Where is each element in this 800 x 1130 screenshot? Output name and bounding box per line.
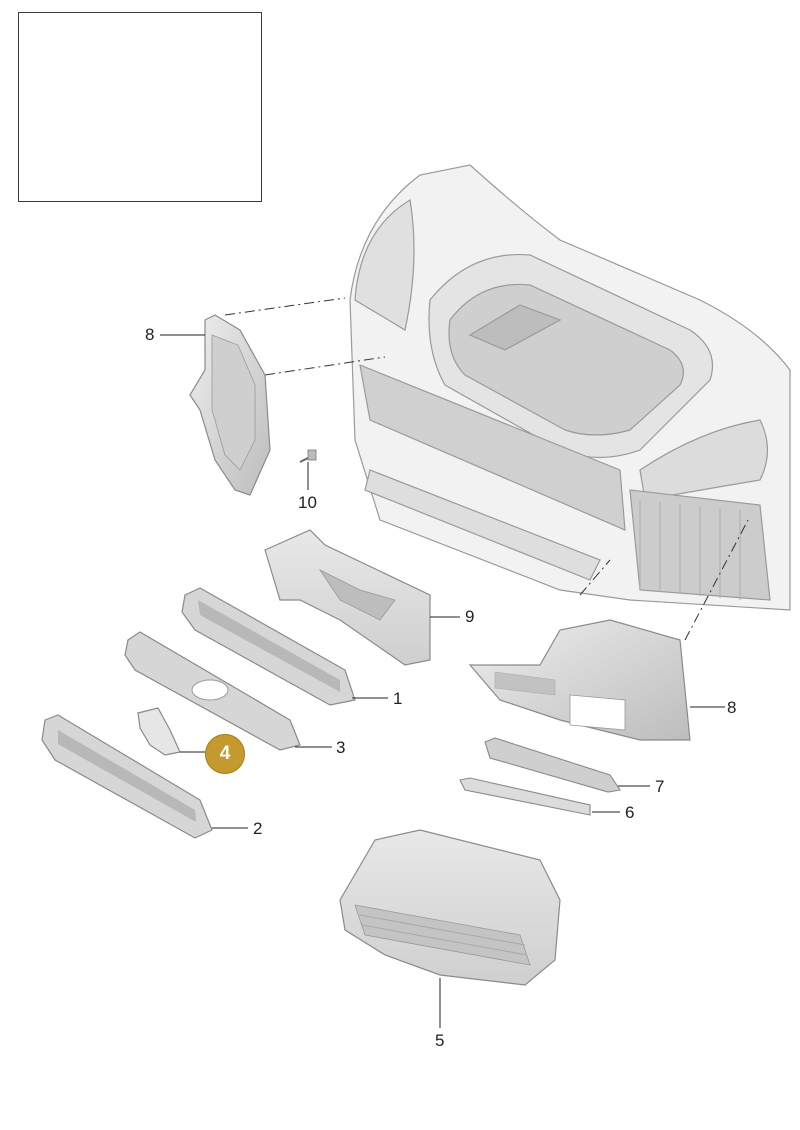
part-8-right-air-duct[interactable] — [468, 619, 691, 741]
part-6-trim-strip[interactable] — [459, 777, 591, 816]
part-3-opening — [191, 679, 229, 701]
car-overview-frame — [18, 12, 262, 202]
callout-4-highlighted[interactable]: 4 — [205, 734, 245, 774]
part-7-mesh-grille[interactable] — [484, 737, 621, 793]
part-9-cutout — [318, 568, 396, 621]
callout-1[interactable]: 1 — [393, 689, 403, 708]
part-5-grille-area — [354, 904, 531, 966]
part-2-grille-slot — [58, 730, 196, 822]
callout-6[interactable]: 6 — [625, 803, 635, 822]
callout-7[interactable]: 7 — [655, 777, 665, 796]
part-5-grille-slats — [359, 914, 528, 956]
part-10-clip[interactable] — [299, 449, 317, 463]
leader-lines — [160, 334, 725, 1028]
callout-10[interactable]: 10 — [298, 493, 317, 512]
part-4-trim-piece[interactable] — [137, 707, 181, 756]
callout-3[interactable]: 3 — [336, 738, 346, 757]
callout-2[interactable]: 2 — [253, 819, 263, 838]
part-1-grille-slot — [198, 600, 340, 692]
callout-8-left[interactable]: 8 — [145, 325, 155, 344]
callout-5[interactable]: 5 — [435, 1031, 445, 1050]
part-8-right-duct-opening — [569, 694, 626, 731]
part-8-right-duct-mesh — [494, 671, 556, 696]
part-8-left-duct-inner — [211, 334, 256, 471]
car-front-body — [349, 164, 791, 611]
reference-lines — [224, 297, 749, 641]
callout-8-right[interactable]: 8 — [727, 698, 737, 717]
callout-9[interactable]: 9 — [465, 607, 475, 626]
